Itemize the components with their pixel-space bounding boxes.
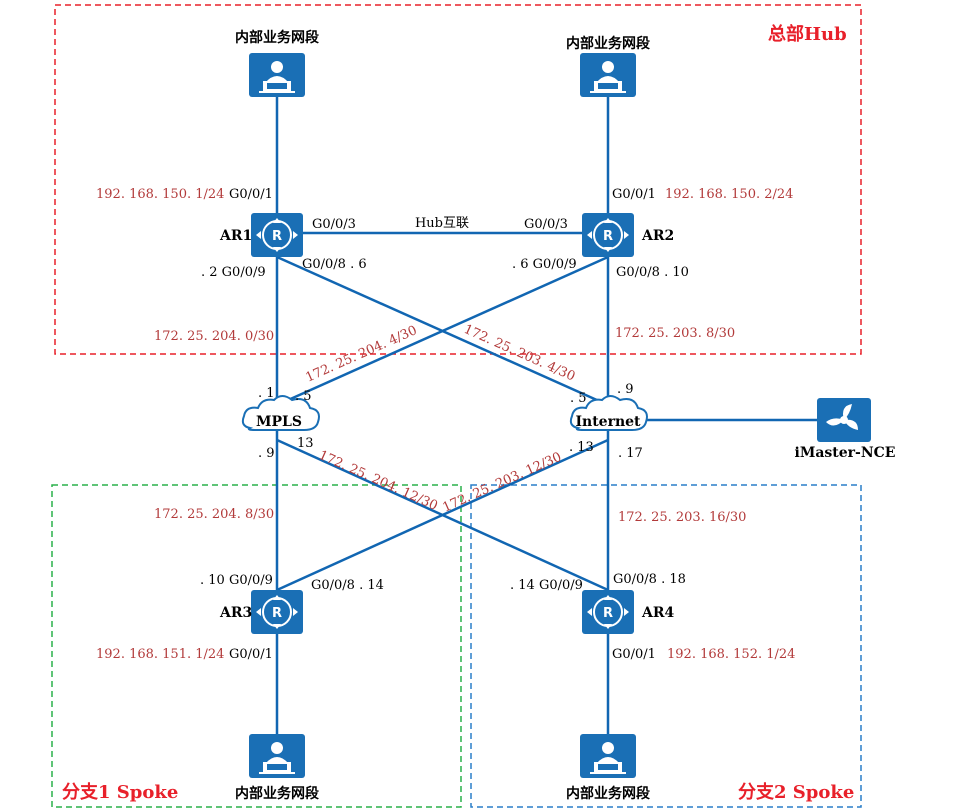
ar1-mpls-subnet: 172. 25. 204. 0/30 bbox=[154, 329, 274, 344]
ar1-g008-port: G0/0/8 . 6 bbox=[302, 257, 367, 272]
ar2-g001-port: G0/0/1 bbox=[612, 187, 656, 202]
hub-interconnect-label: Hub互联 bbox=[415, 216, 469, 231]
mpls-port-5: . 5 bbox=[295, 389, 312, 404]
ar1-router-icon bbox=[250, 212, 304, 258]
ar1-internet-subnet: 172. 25. 203. 4/30 bbox=[461, 322, 577, 385]
hub-right-segment-label: 内部业务网段 bbox=[566, 35, 650, 52]
spoke2-zone bbox=[470, 484, 862, 808]
ar2-label: AR2 bbox=[641, 228, 674, 244]
ar4-g009-port: . 14 G0/0/9 bbox=[510, 578, 583, 593]
internet-port-9: . 9 bbox=[617, 382, 634, 397]
ar3-mpls-subnet: 172. 25. 204. 8/30 bbox=[154, 507, 274, 522]
ar4-g001-port: G0/0/1 bbox=[612, 647, 656, 662]
spoke1-host-icon bbox=[249, 734, 305, 778]
spoke2-segment-label: 内部业务网段 bbox=[566, 785, 650, 802]
ar1-label: AR1 bbox=[219, 228, 252, 244]
hub-left-segment-label: 内部业务网段 bbox=[235, 29, 319, 46]
ar3-g001-port: G0/0/1 bbox=[229, 647, 273, 662]
internet-port-13: . 13 bbox=[569, 440, 594, 455]
ar2-g009-port: . 6 G0/0/9 bbox=[512, 257, 577, 272]
spoke1-segment-label: 内部业务网段 bbox=[235, 785, 319, 802]
imaster-nce-label: iMaster-NCE bbox=[795, 445, 896, 461]
ar2-router-icon bbox=[581, 212, 635, 258]
spoke2-host-icon bbox=[580, 734, 636, 778]
internet-port-5: . 5 bbox=[570, 391, 587, 406]
hub-right-host-icon bbox=[580, 53, 636, 97]
mpls-port-9: . 9 bbox=[258, 446, 275, 461]
ar1-g009-port: . 2 G0/0/9 bbox=[201, 265, 266, 280]
spoke1-zone-label: 分支1 Spoke bbox=[62, 781, 178, 803]
ar2-g008-port: G0/0/8 . 10 bbox=[616, 265, 689, 280]
ar4-label: AR4 bbox=[641, 605, 674, 621]
ar4-mpls-subnet: 172. 25. 204. 12/30 bbox=[316, 448, 439, 514]
spoke1-zone bbox=[51, 484, 462, 808]
ar3-host-ip: 192. 168. 151. 1/24 bbox=[96, 647, 224, 662]
ar1-g003-port: G0/0/3 bbox=[312, 217, 356, 232]
mpls-port-1: . 1 bbox=[258, 386, 275, 401]
ar1-host-ip: 192. 168. 150. 1/24 bbox=[96, 187, 224, 202]
hub-zone bbox=[54, 4, 862, 355]
mpls-port-13: 13 bbox=[297, 436, 314, 451]
ar3-internet-link bbox=[276, 438, 609, 592]
spoke2-zone-label: 分支2 Spoke bbox=[738, 781, 854, 803]
ar3-internet-subnet: 172. 25. 203. 12/30 bbox=[441, 450, 564, 516]
ar2-g003-port: G0/0/3 bbox=[524, 217, 568, 232]
hub-zone-label: 总部Hub bbox=[768, 23, 847, 45]
ar4-host-ip: 192. 168. 152. 1/24 bbox=[667, 647, 795, 662]
ar3-label: AR3 bbox=[219, 605, 252, 621]
ar3-router-icon bbox=[250, 589, 304, 635]
ar1-g001-port: G0/0/1 bbox=[229, 187, 273, 202]
ar4-internet-subnet: 172. 25. 203. 16/30 bbox=[618, 510, 746, 525]
ar4-g008-port: G0/0/8 . 18 bbox=[613, 572, 686, 587]
internet-label: Internet bbox=[575, 414, 641, 430]
imaster-nce-icon bbox=[817, 398, 871, 442]
hub-left-host-icon bbox=[249, 53, 305, 97]
ar2-internet-subnet: 172. 25. 203. 8/30 bbox=[615, 326, 735, 341]
ar3-g008-port: G0/0/8 . 14 bbox=[311, 578, 384, 593]
mpls-label: MPLS bbox=[256, 414, 302, 430]
ar4-router-icon bbox=[581, 589, 635, 635]
ar2-mpls-link bbox=[276, 255, 609, 407]
ar3-g009-port: . 10 G0/0/9 bbox=[200, 573, 273, 588]
internet-port-17: . 17 bbox=[618, 446, 643, 461]
ar2-host-ip: 192. 168. 150. 2/24 bbox=[665, 187, 793, 202]
